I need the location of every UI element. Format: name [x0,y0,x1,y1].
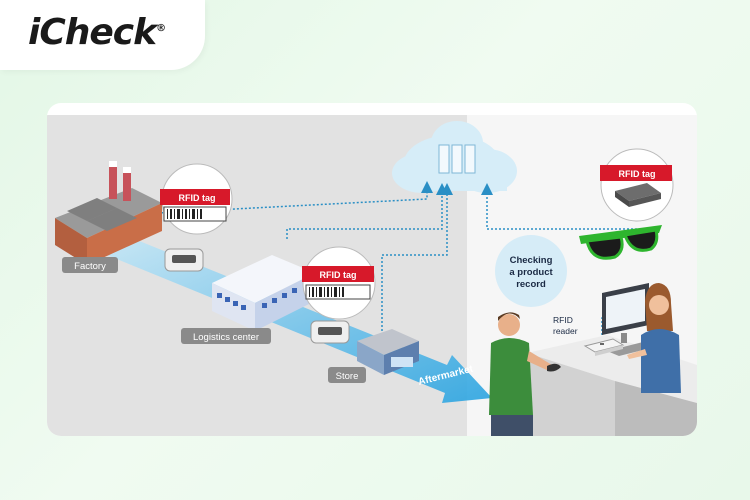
registered-mark: ® [156,23,166,34]
glasses-rfid-bubble: RFID tag [600,148,674,222]
factory-rfid-bubble: RFID tag [160,163,233,235]
clerk-person-icon [627,283,681,393]
logistics-reader-device-icon [310,320,350,344]
logistics-label: Logistics center [193,332,259,343]
factory-rfid-tag-label: RFID tag [179,193,216,203]
logistics-rfid-tag-label: RFID tag [320,270,357,280]
logistics-rfid-bubble: RFID tag [302,246,376,320]
rfid-reader-label-line2: reader [553,326,578,336]
logo-tab: iCheck® [0,0,205,70]
glasses-rfid-tag-label: RFID tag [619,169,656,179]
brand-logo[interactable]: iCheck® [28,12,166,53]
factory-building-icon [55,161,162,265]
rfid-reader-label-line1: RFID [553,315,573,325]
store-label-box [328,367,366,383]
checking-line-3: record [516,279,546,290]
logistics-building-icon [212,255,315,331]
diagram-card: Aftermarket [47,103,697,436]
customer-person-icon [489,312,561,436]
factory-label-box [62,257,118,273]
sunglasses-icon [579,225,662,260]
checking-line-2: a product [509,267,553,278]
brand-name: iCheck [28,12,157,53]
logistics-barcode [309,287,344,297]
store-building-icon [357,329,419,375]
rfid-reader-device-icon [583,338,625,356]
rfid-supply-chain-diagram: Aftermarket [47,115,697,436]
server-icon [438,144,476,174]
store-label: Store [336,371,359,382]
monitor-icon [602,283,659,356]
factory-label: Factory [74,261,106,272]
factory-barcode [167,209,202,219]
checking-line-1: Checking [510,255,553,266]
checking-bubble: Checking a product record [495,235,567,307]
logistics-label-box [181,328,271,344]
factory-reader-device-icon [164,248,204,272]
